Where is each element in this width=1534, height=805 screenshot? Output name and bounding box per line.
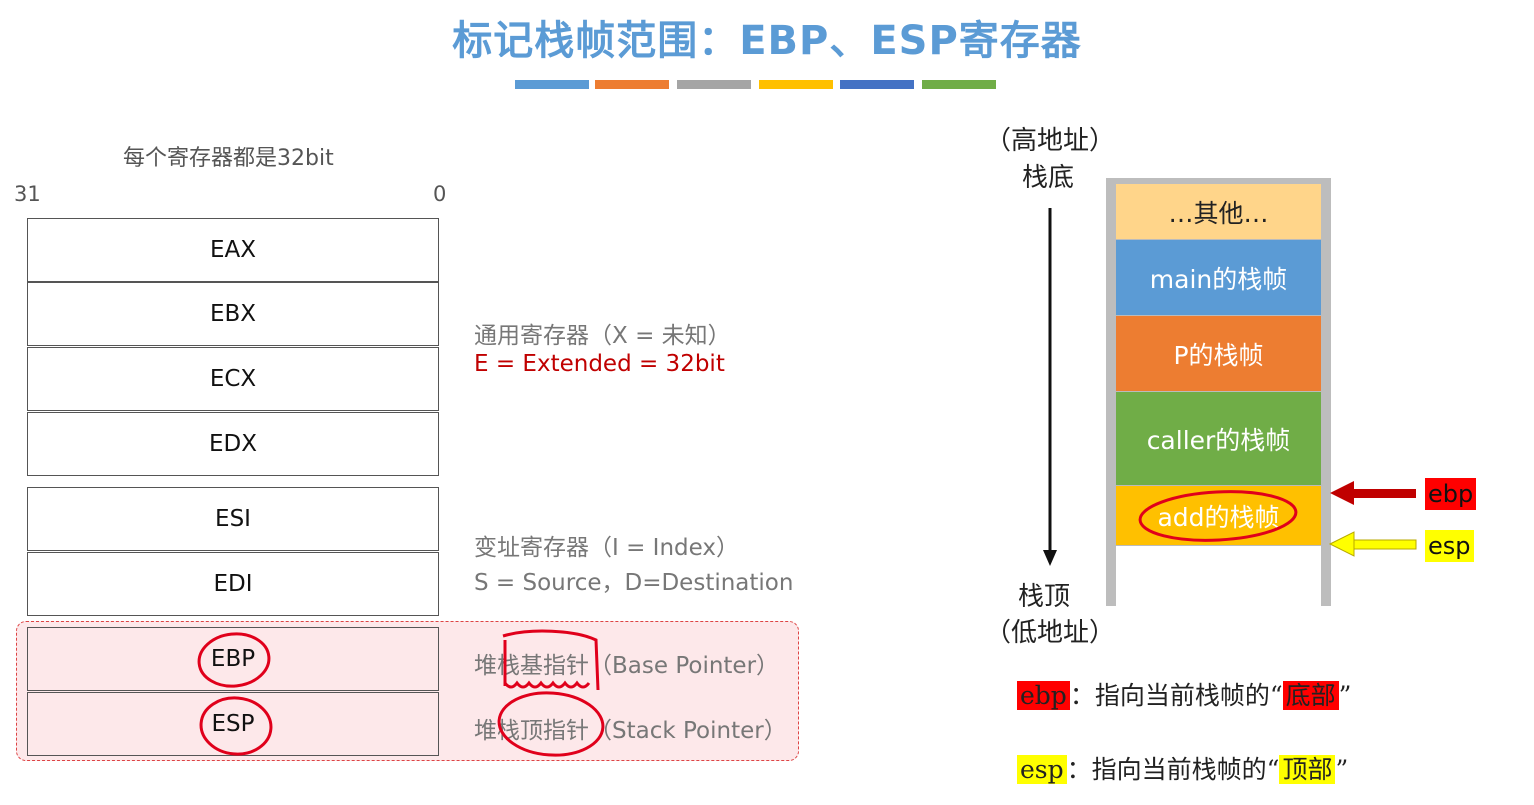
ebp-legend: ebp：指向当前栈帧的“底部”: [1017, 676, 1351, 712]
register-ebx: EBX: [27, 282, 439, 346]
color-bar-6: [922, 80, 996, 89]
ebp-legend-word: 底部: [1282, 681, 1339, 710]
page-title: 标记栈帧范围：EBP、ESP寄存器: [452, 18, 1082, 64]
register-ecx: ECX: [27, 347, 439, 411]
esp-legend-end: ”: [1335, 755, 1349, 784]
color-bar-4: [759, 80, 833, 89]
register-edi: EDI: [27, 552, 439, 616]
frame-p: P的栈帧: [1116, 316, 1321, 392]
ebp-description: 堆栈基指针（Base Pointer）: [474, 653, 780, 679]
ebp-arrow-shaft: [1352, 489, 1416, 498]
stack-wall-top: [1106, 178, 1331, 184]
base-pointer-bracket-mark: [502, 629, 600, 691]
high-address-label: （高地址）: [985, 126, 1116, 156]
bit-low-label: 0: [433, 182, 447, 206]
add-frame-circle-mark: [1138, 490, 1298, 542]
color-bar-2: [595, 80, 669, 89]
register-ebp: EBP: [27, 627, 439, 691]
esp-tag: esp: [1425, 530, 1474, 562]
color-bar-1: [515, 80, 589, 89]
stack-pointer-circle-mark: [497, 691, 605, 757]
register-edx: EDX: [27, 412, 439, 476]
esp-legend: esp：指向当前栈帧的“顶部”: [1017, 750, 1348, 786]
low-address-label: （低地址）: [985, 618, 1116, 648]
esp-legend-name: esp: [1017, 755, 1067, 784]
color-bar-3: [677, 80, 751, 89]
register-eax: EAX: [27, 218, 439, 282]
esp-circle-mark: [199, 696, 273, 756]
esp-arrow-head: [1328, 531, 1355, 557]
index-register-desc: S = Source，D=Destination: [474, 570, 794, 596]
register-esi: ESI: [27, 487, 439, 551]
esp-arrow-shaft: [1351, 539, 1417, 550]
general-register-note: 通用寄存器（X = 未知）: [474, 323, 731, 349]
extended-note: E = Extended = 32bit: [474, 351, 725, 377]
stack-wall-right: [1321, 178, 1331, 606]
register-esp: ESP: [27, 692, 439, 756]
register-caption: 每个寄存器都是32bit: [123, 146, 334, 171]
stack-direction-arrow-head: [1043, 550, 1057, 566]
ebp-legend-end: ”: [1338, 681, 1352, 710]
esp-description: 堆栈顶指针（Stack Pointer）: [474, 718, 787, 744]
frame-add: add的栈帧: [1116, 486, 1321, 546]
ebp-legend-name: ebp: [1017, 681, 1070, 710]
ebp-arrow-head: [1330, 481, 1354, 505]
color-bar-5: [840, 80, 914, 89]
ebp-circle-mark: [197, 632, 271, 688]
stack-top-label: 栈顶: [1018, 582, 1071, 612]
stack-wall-left: [1106, 178, 1116, 606]
stack-bottom-label: 栈底: [1022, 163, 1075, 193]
esp-legend-word: 顶部: [1279, 755, 1336, 784]
pointer-register-highlight: [16, 621, 799, 761]
frame-main: main的栈帧: [1116, 240, 1321, 316]
frame-other: …其他…: [1116, 184, 1321, 240]
esp-legend-text: ：指向当前栈帧的“: [1066, 755, 1280, 784]
ebp-legend-text: ：指向当前栈帧的“: [1069, 681, 1283, 710]
frame-caller: caller的栈帧: [1116, 392, 1321, 486]
bit-high-label: 31: [14, 182, 41, 206]
ebp-tag: ebp: [1425, 478, 1477, 510]
base-pointer-underline-mark: [503, 640, 591, 689]
index-register-note: 变址寄存器（I = Index）: [474, 535, 739, 561]
